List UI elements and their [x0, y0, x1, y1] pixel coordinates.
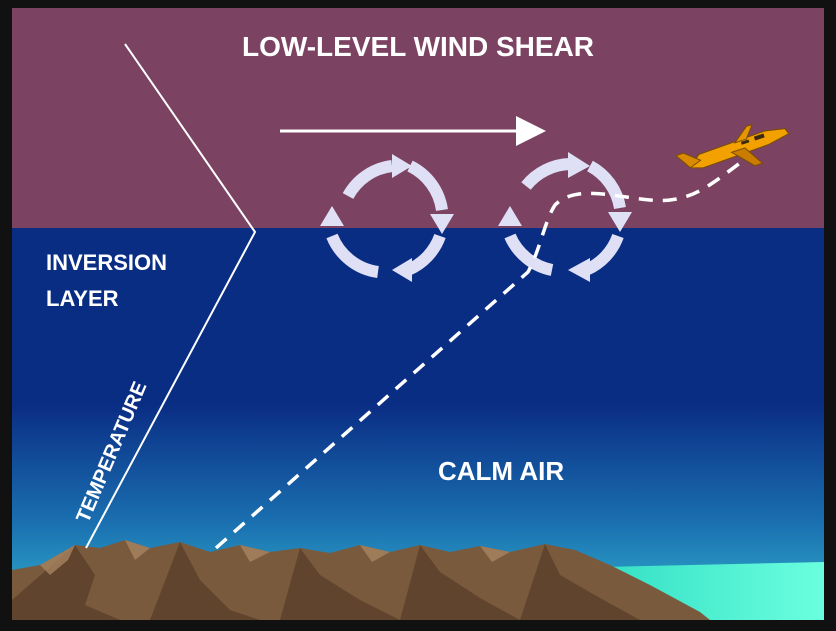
mountain-highlight [40, 540, 510, 575]
circular-arrow-heads [498, 152, 632, 282]
diagram-title: LOW-LEVEL WIND SHEAR [242, 31, 594, 62]
mountain-shading [12, 542, 640, 620]
inversion-layer-label-line2: LAYER [46, 286, 119, 311]
airplane-icon [674, 123, 790, 169]
circular-arrow-icon [326, 160, 448, 278]
flight-path [214, 161, 742, 550]
circular-arrow-heads [320, 154, 454, 282]
inversion-layer-label-line1: INVERSION [46, 250, 167, 275]
calm-air-label: CALM AIR [438, 456, 564, 486]
temperature-profile-line [85, 43, 257, 549]
upper-air-region [12, 8, 824, 228]
